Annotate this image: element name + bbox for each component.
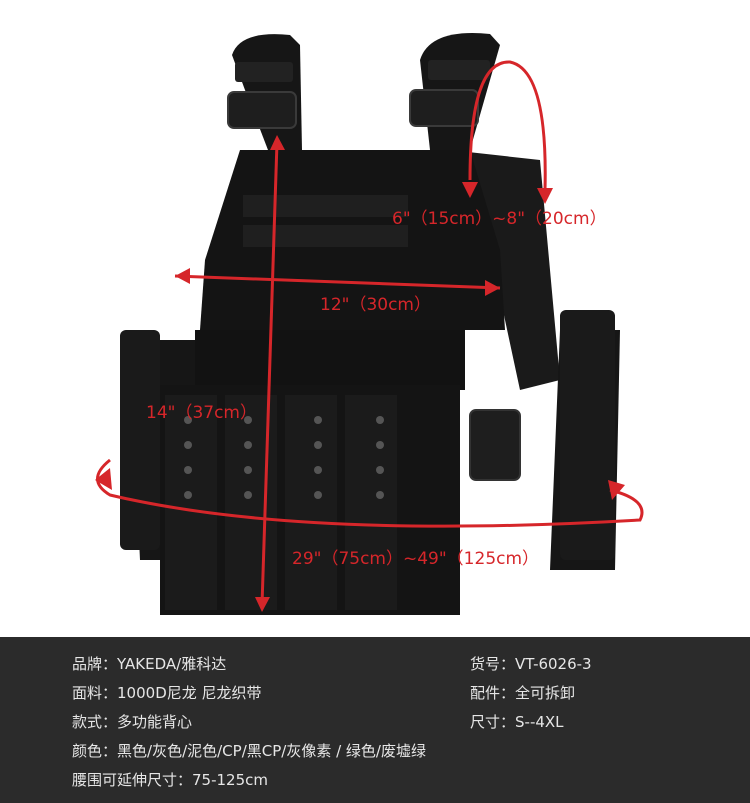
brand-label: 品牌： <box>72 655 118 673</box>
shoulder-dimension-label: 6"（15cm）~8"（20cm） <box>392 209 607 229</box>
spec-panel: 品牌：YAKEDA/雅科达 货号：VT-6026-3 面料：1000D尼龙 尼龙… <box>0 637 750 803</box>
parts-label: 配件： <box>470 684 516 702</box>
style-value: 多功能背心 <box>117 713 193 731</box>
color-row: 颜色：黑色/灰色/泥色/CP/黑CP/灰像素 / 绿色/废墟绿 <box>72 740 426 761</box>
width-dimension-label: 12"（30cm） <box>320 295 431 315</box>
color-label: 颜色： <box>72 742 118 760</box>
brand-value: YAKEDA/雅科达 <box>117 655 227 673</box>
parts-value: 全可拆卸 <box>515 684 576 702</box>
item-no-label: 货号： <box>470 655 516 673</box>
size-row: 尺寸：S--4XL <box>470 711 564 732</box>
height-dimension-label: 14"（37cm） <box>146 403 257 423</box>
color-value: 黑色/灰色/泥色/CP/黑CP/灰像素 / 绿色/废墟绿 <box>117 742 426 760</box>
style-label: 款式： <box>72 713 118 731</box>
size-value: S--4XL <box>515 713 564 731</box>
product-photo: 6"（15cm）~8"（20cm） 12"（30cm） 14"（37cm） 29… <box>95 33 644 615</box>
fabric-row: 面料：1000D尼龙 尼龙织带 <box>72 682 262 703</box>
fabric-value: 1000D尼龙 尼龙织带 <box>117 684 262 702</box>
item-no-row: 货号：VT-6026-3 <box>470 653 592 674</box>
waist-label: 腰围可延伸尺寸： <box>72 771 193 789</box>
tactical-vest-image <box>95 33 644 615</box>
item-no-value: VT-6026-3 <box>515 655 592 673</box>
waist-value: 75-125cm <box>192 771 269 789</box>
waist-row: 腰围可延伸尺寸：75-125cm <box>72 769 268 790</box>
parts-row: 配件：全可拆卸 <box>470 682 575 703</box>
waist-dimension-label: 29"（75cm）~49"（125cm） <box>292 549 540 569</box>
fabric-label: 面料： <box>72 684 118 702</box>
brand-row: 品牌：YAKEDA/雅科达 <box>72 653 226 674</box>
style-row: 款式：多功能背心 <box>72 711 192 732</box>
size-label: 尺寸： <box>470 713 516 731</box>
